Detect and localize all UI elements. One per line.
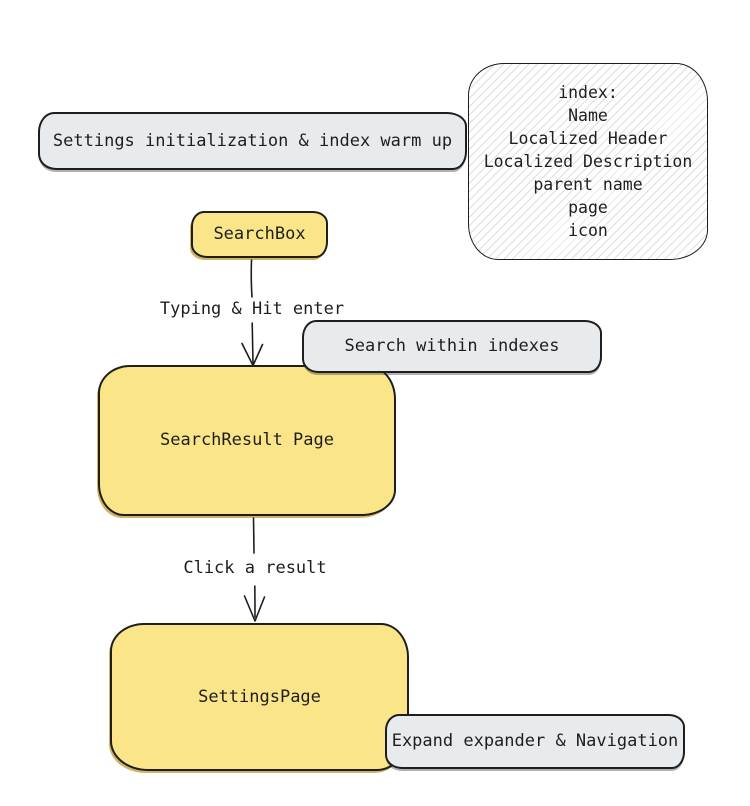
- index-note-line: Name: [568, 106, 608, 125]
- arrow-searchbox-to-searchresult-head: [241, 342, 264, 367]
- node-label: SearchResult Page: [160, 430, 334, 451]
- arrow-searchresult-to-settingspage-shaft-top: [252, 517, 255, 554]
- node-settings-initialization: Settings initialization & index warm up: [38, 112, 467, 170]
- node-label: Settings initialization & index warm up: [52, 130, 453, 151]
- index-note-line: index:: [558, 83, 618, 102]
- index-note-line: page: [568, 198, 608, 217]
- index-note-line: icon: [568, 221, 608, 240]
- index-note-line: Localized Header: [508, 129, 668, 148]
- edge-label-typing-hit-enter: Typing & Hit enter: [159, 299, 345, 319]
- edge-label-click-a-result: Click a result: [183, 558, 327, 578]
- node-expand-expander-navigation: Expand expander & Navigation: [385, 714, 685, 769]
- arrow-searchbox-to-searchresult-shaft-bottom: [251, 322, 254, 364]
- index-note-line: parent name: [533, 175, 643, 194]
- index-note-line: Localized Description: [483, 152, 693, 171]
- node-label: SearchBox: [213, 224, 306, 245]
- node-index-note: index: Name Localized Header Localized D…: [468, 63, 708, 260]
- arrow-searchbox-to-searchresult-shaft-top: [250, 259, 253, 298]
- node-label: Search within indexes: [344, 336, 560, 357]
- node-label: SettingsPage: [198, 686, 321, 707]
- node-searchresult-page: SearchResult Page: [98, 365, 396, 516]
- node-searchbox: SearchBox: [191, 211, 328, 258]
- node-settingspage: SettingsPage: [110, 623, 409, 771]
- node-search-within-indexes: Search within indexes: [302, 320, 602, 373]
- node-label: Expand expander & Navigation: [391, 731, 679, 752]
- arrow-searchresult-to-settingspage-head: [243, 595, 266, 622]
